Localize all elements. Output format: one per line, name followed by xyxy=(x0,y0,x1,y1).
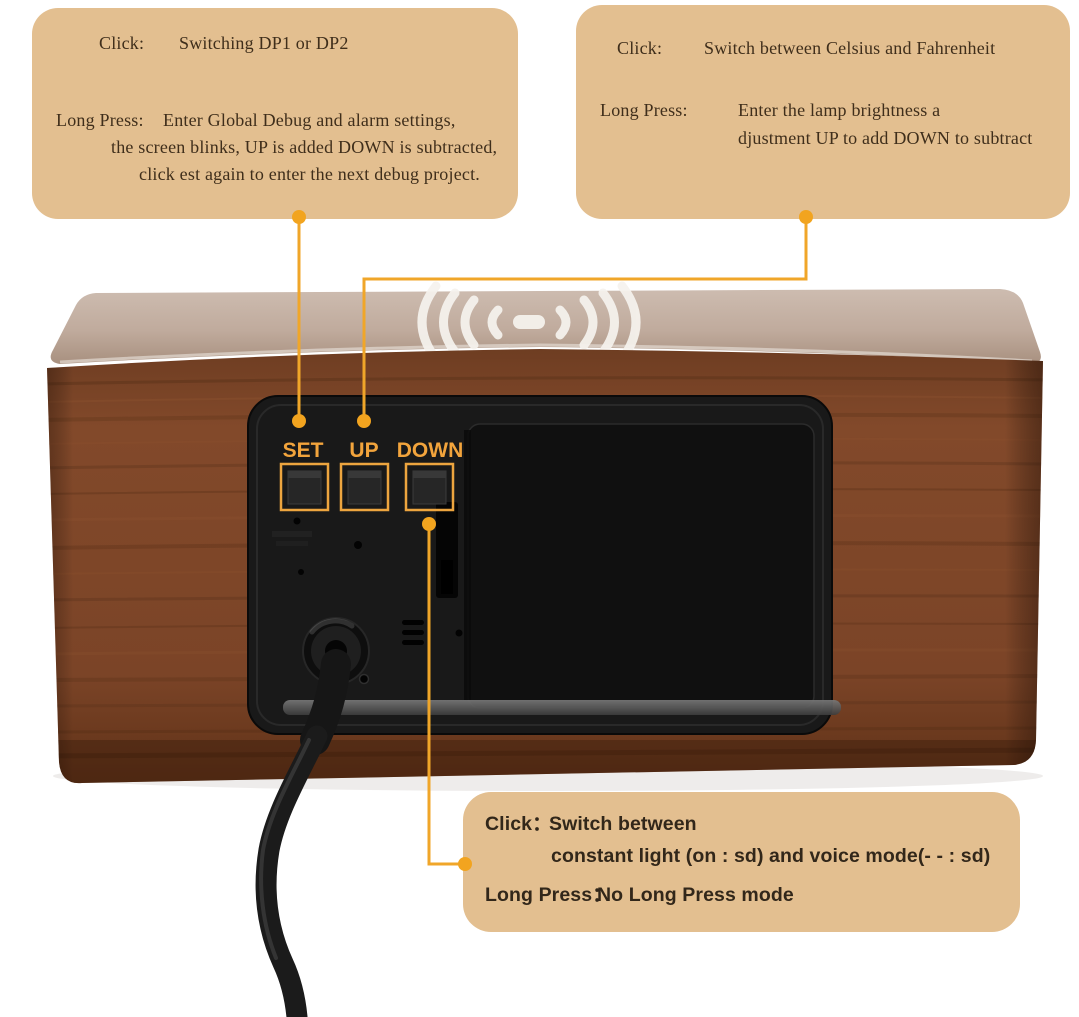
wireless-charging-icon xyxy=(417,281,641,364)
down-click-label: Click： xyxy=(485,813,552,835)
up-longpress-label: Long Press: xyxy=(600,100,688,120)
down-click-line1: Switch between xyxy=(549,813,697,835)
down-button xyxy=(404,462,455,512)
speaker-vents xyxy=(402,620,424,645)
connector-lines xyxy=(297,219,808,866)
top-edge-highlight xyxy=(59,343,1033,364)
down-click-line2: constant light (on : sd) and voice mode(… xyxy=(551,845,991,867)
set-click-label: Click: xyxy=(99,33,145,53)
latch-slot xyxy=(441,560,453,594)
up-button xyxy=(339,462,390,512)
down-longpress-label: Long Press： xyxy=(485,884,612,906)
power-cable xyxy=(255,617,370,1017)
panel-bottom-lip xyxy=(283,700,841,715)
set-longpress-line3: click est again to enter the next debug … xyxy=(139,164,480,184)
connector-line-down xyxy=(427,523,464,866)
dc-plug xyxy=(302,617,370,685)
callout-set-button: Click: Switching DP1 or DP2 Long Press: … xyxy=(32,8,518,219)
back-panel: SET UP DOWN xyxy=(247,395,841,735)
connector-dots xyxy=(292,210,813,871)
battery-door xyxy=(467,423,815,709)
up-button-label: UP xyxy=(349,439,378,462)
set-button-label: SET xyxy=(283,439,324,462)
down-button-label: DOWN xyxy=(397,439,464,462)
connector-line-up xyxy=(362,219,808,421)
embossed-marking xyxy=(272,531,312,546)
set-longpress-line2: the screen blinks, UP is added DOWN is s… xyxy=(111,137,498,157)
set-longpress-label: Long Press: xyxy=(56,110,144,130)
set-longpress-line1: Enter Global Debug and alarm settings, xyxy=(163,110,456,130)
up-click-label: Click: xyxy=(617,38,663,58)
callout-down-button: Click： Switch between constant light (on… xyxy=(463,792,1020,932)
set-button xyxy=(279,462,330,512)
clock-front-face xyxy=(47,349,1043,784)
battery-door-latch xyxy=(436,502,458,598)
up-longpress-line2: djustment UP to add DOWN to subtract xyxy=(738,128,1033,148)
callout-up-button: Click: Switch between Celsius and Fahren… xyxy=(576,5,1070,219)
battery-door-seam xyxy=(464,430,471,700)
panel-screw-holes xyxy=(293,517,463,685)
up-longpress-line1: Enter the lamp brightness a xyxy=(738,100,941,120)
clock-top-face xyxy=(50,289,1041,364)
up-click-text: Switch between Celsius and Fahrenheit xyxy=(704,38,996,58)
down-longpress-text: No Long Press mode xyxy=(597,884,794,906)
ground-shadow xyxy=(53,761,1043,791)
set-click-text: Switching DP1 or DP2 xyxy=(179,33,349,53)
wood-grain xyxy=(47,349,1043,784)
